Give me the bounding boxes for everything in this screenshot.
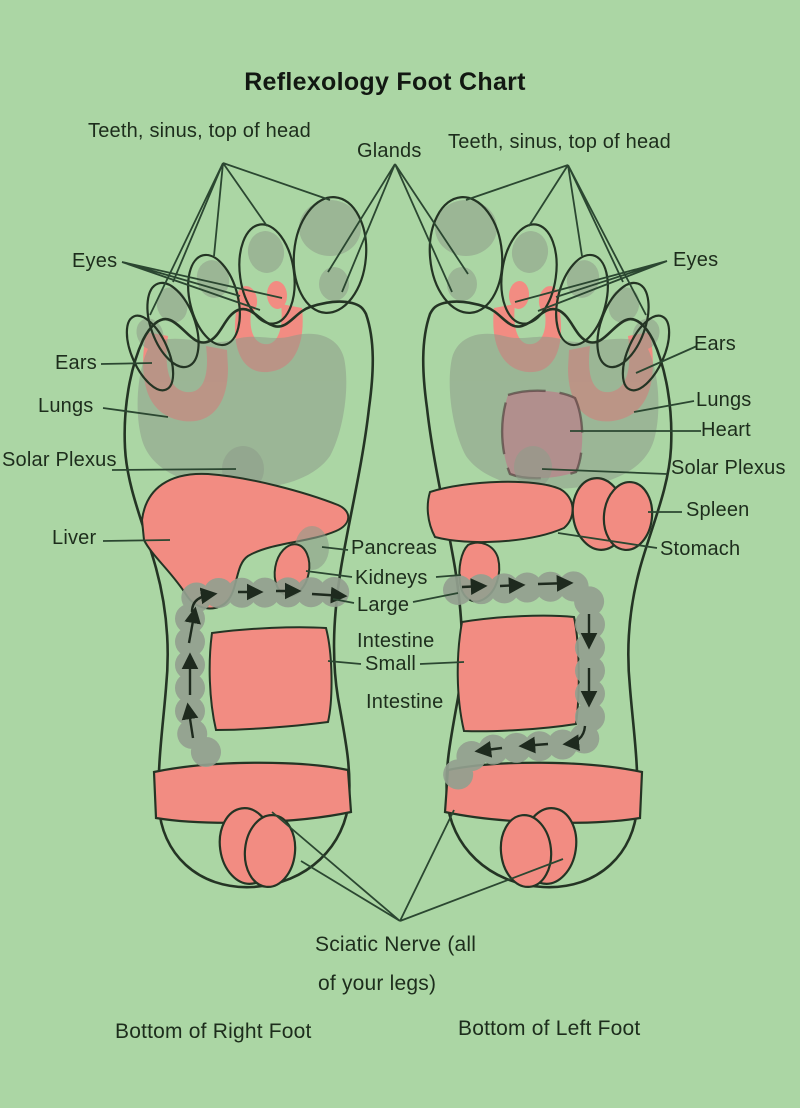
label-liver: Liver xyxy=(52,527,97,549)
caption-bottom-of-left-foot: Bottom of Left Foot xyxy=(458,1017,641,1040)
label-ears-left: Ears xyxy=(55,352,97,374)
label-eyes-right: Eyes xyxy=(673,249,719,271)
teeth-left-fan xyxy=(149,162,331,316)
label-large-intestine-line2: Intestine xyxy=(357,630,435,652)
teeth-right-fan xyxy=(465,164,647,316)
small-intestine-zone xyxy=(208,626,333,732)
spleen-zone xyxy=(571,477,654,552)
flow-arrows xyxy=(461,575,598,758)
label-large-intestine-line1: Large xyxy=(357,594,410,616)
small-lines xyxy=(327,660,465,665)
small-intestine-zone xyxy=(456,614,580,733)
label-solar-plexus-right: Solar Plexus xyxy=(671,457,786,479)
label-solar-plexus-left: Solar Plexus xyxy=(2,449,117,471)
stomach-line xyxy=(557,532,658,549)
chart-title: Reflexology Foot Chart xyxy=(244,68,526,96)
ears-left-line xyxy=(100,362,153,365)
label-sciatic-nerve-line1: Sciatic Nerve (all xyxy=(315,933,477,956)
sciatic-fan xyxy=(271,809,564,922)
label-teeth-sinus-right: Teeth, sinus, top of head xyxy=(448,131,671,153)
label-stomach: Stomach xyxy=(660,538,741,560)
label-ears-right: Ears xyxy=(694,333,736,355)
label-kidneys: Kidneys xyxy=(355,567,428,589)
label-pancreas: Pancreas xyxy=(351,537,438,559)
label-spleen: Spleen xyxy=(686,499,750,521)
solar-right-line xyxy=(541,468,668,475)
glands-fan xyxy=(327,163,469,293)
pancreas-line xyxy=(321,546,349,551)
stomach-zone xyxy=(426,480,574,543)
liver-line xyxy=(102,539,171,542)
label-heart: Heart xyxy=(701,419,751,441)
pointer-lines xyxy=(100,162,701,922)
caption-bottom-of-right-foot: Bottom of Right Foot xyxy=(115,1020,312,1043)
lungs-left-line xyxy=(102,407,169,418)
lungs-right-line xyxy=(633,400,695,413)
flow-arrows xyxy=(181,582,348,739)
label-small-intestine-line1: Small xyxy=(365,653,417,675)
solar-plexus-point xyxy=(514,446,552,488)
label-small-intestine-line2: Intestine xyxy=(366,691,444,713)
eyes-right-fan xyxy=(514,260,668,312)
kidneys-lines xyxy=(305,570,462,578)
label-lungs-right: Lungs xyxy=(696,389,752,411)
label-lungs-left: Lungs xyxy=(38,395,94,417)
label-teeth-sinus-left: Teeth, sinus, top of head xyxy=(88,120,311,142)
solar-left-line xyxy=(111,468,237,471)
large-lines xyxy=(332,592,459,604)
label-glands: Glands xyxy=(357,140,422,162)
ears-right-line xyxy=(635,345,698,374)
label-sciatic-nerve-line2: of your legs) xyxy=(318,972,437,995)
right-foot-organs xyxy=(140,446,351,767)
label-eyes-left: Eyes xyxy=(72,250,118,272)
left-foot-organs xyxy=(426,389,654,790)
eyes-left-fan xyxy=(121,261,283,311)
large-intestine-zone xyxy=(443,570,605,790)
